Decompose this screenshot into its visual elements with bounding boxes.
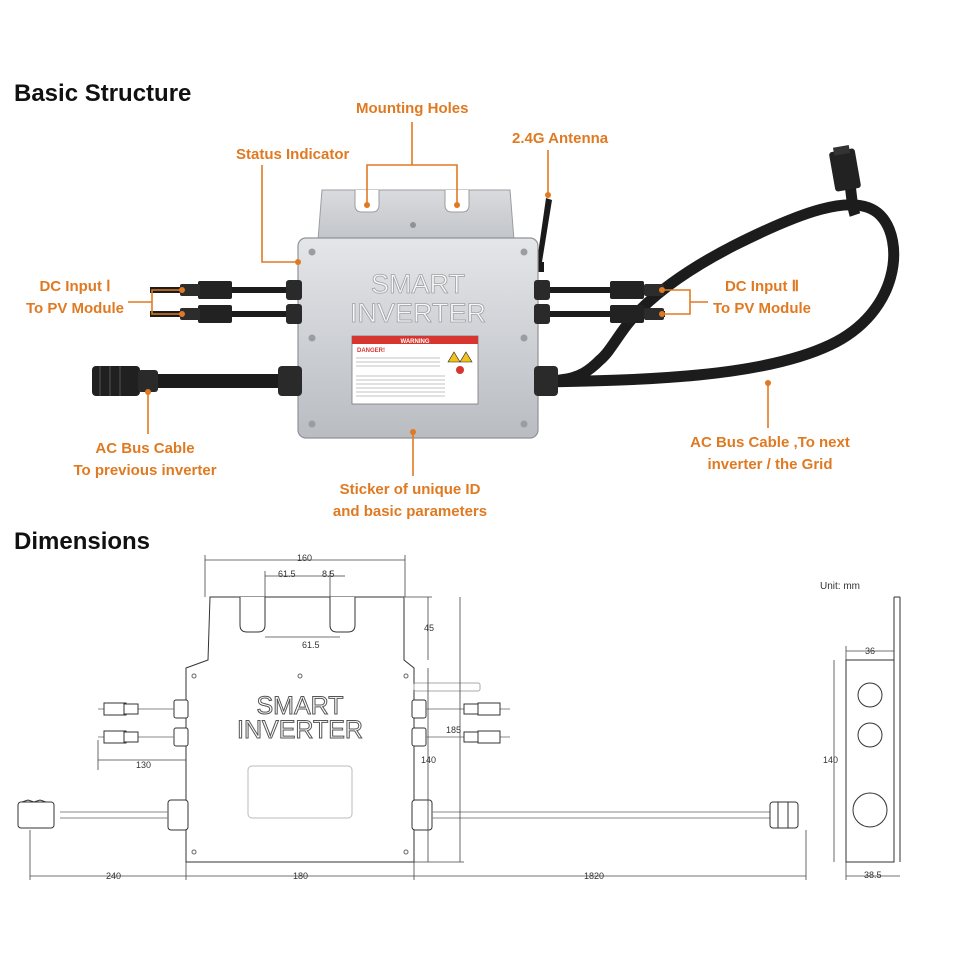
dim-side-height: 140: [823, 755, 839, 765]
dc1-connector-upper: [198, 281, 232, 299]
dim-ac-left-cable: 240: [106, 871, 122, 881]
drawing-brand-line2: INVERTER: [237, 716, 364, 744]
ac-cable-left: [150, 374, 300, 388]
dim-depth-bottom: 38.5: [864, 870, 882, 880]
dim-hole-gap-lower: 61.5: [302, 640, 320, 650]
dim-tab-height: 45: [424, 623, 435, 633]
callout-dc-input-1-line1: DC Input Ⅰ: [39, 278, 111, 295]
dc1-connector-lower: [198, 305, 232, 323]
callout-ac-next-line1: AC Bus Cable ,To next: [690, 434, 850, 451]
ac-connector-left: [92, 366, 140, 396]
callout-ac-next: AC Bus Cable ,To next inverter / the Gri…: [680, 432, 860, 476]
housing-brand-line2: INVERTER: [350, 298, 486, 328]
dim-hole-gap: 61.5: [278, 569, 296, 579]
ac-cable-right: [539, 199, 900, 388]
callout-ac-previous-line2: To previous inverter: [73, 462, 217, 479]
callout-dc-input-2: DC Input Ⅱ To PV Module: [700, 276, 824, 320]
dc2-connector-upper: [610, 281, 644, 299]
dim-dc-cable: 130: [136, 760, 152, 770]
ac-connector-top: [829, 148, 861, 192]
dim-total-height: 185: [446, 725, 462, 735]
dim-ac-right-cable: 1820: [584, 871, 605, 881]
dim-depth-top: 36: [865, 646, 876, 656]
callout-mounting-holes: Mounting Holes: [356, 100, 469, 117]
callout-ac-previous-line1: AC Bus Cable: [95, 440, 195, 457]
drawing-brand: SMART INVERTER: [228, 692, 372, 744]
sticker-warning-header: WARNING: [401, 339, 430, 345]
dimension-drawing: [17, 596, 901, 863]
callout-dc-input-1-line2: To PV Module: [25, 300, 125, 317]
dc1-gland-lower: [286, 304, 302, 324]
callout-dc-input-2-line2: To PV Module: [712, 300, 812, 317]
sticker-danger-label: DANGER!: [357, 348, 385, 354]
callout-ac-previous: AC Bus Cable To previous inverter: [60, 438, 230, 482]
callout-antenna: 2.4G Antenna: [512, 130, 609, 147]
dc2-cable-lower: [535, 311, 665, 317]
basic-structure-title: Basic Structure: [14, 80, 192, 107]
housing-brand-line1: SMART: [371, 269, 465, 299]
antenna: [536, 198, 552, 268]
callout-sticker: Sticker of unique ID and basic parameter…: [320, 479, 500, 523]
callout-sticker-line2: and basic parameters: [332, 503, 488, 520]
dim-body-width: 180: [293, 871, 309, 881]
callout-status-indicator: Status Indicator: [236, 146, 350, 163]
side-view: [845, 659, 895, 863]
dc2-cable-upper: [535, 287, 665, 293]
drawing-brand-line1: SMART: [256, 692, 344, 720]
dc2-gland-upper: [534, 280, 550, 300]
dc2-connector-lower: [610, 305, 644, 323]
dim-hole-width: 8.5: [322, 569, 335, 579]
callout-dc-input-2-line1: DC Input Ⅱ: [724, 278, 800, 295]
dimensions-title: Dimensions: [14, 528, 151, 555]
unit-label: Unit: mm: [820, 581, 860, 592]
mounting-tab: [317, 189, 515, 241]
dc2-gland-lower: [534, 304, 550, 324]
callout-dc-input-1: DC Input Ⅰ To PV Module: [10, 276, 140, 320]
callout-sticker-line1: Sticker of unique ID: [339, 481, 481, 498]
dim-body-height: 140: [421, 755, 437, 765]
callout-ac-next-line2: inverter / the Grid: [707, 456, 833, 473]
dim-width-top: 160: [297, 553, 313, 563]
ac-gland-left: [278, 366, 302, 396]
ac-gland-right: [534, 366, 558, 396]
dc1-gland-upper: [286, 280, 302, 300]
